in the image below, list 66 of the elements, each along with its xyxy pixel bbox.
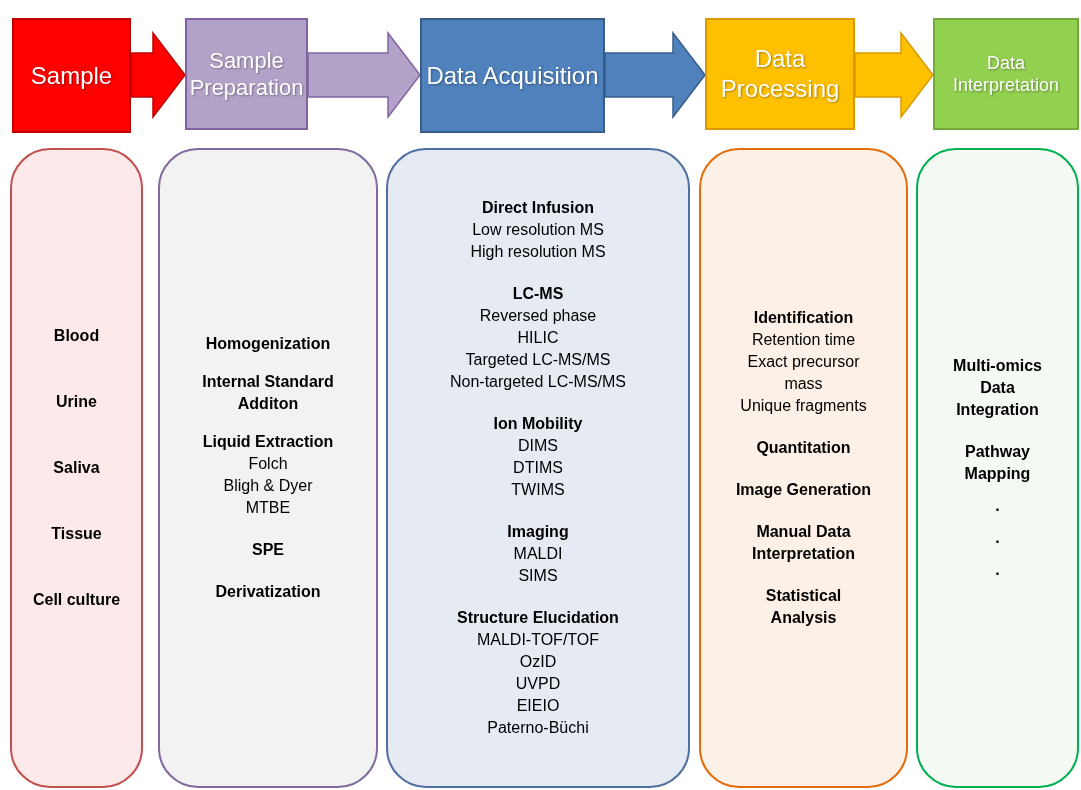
list-item: DTIMS <box>513 458 563 478</box>
list-item: TWIMS <box>511 480 565 500</box>
stage-box <box>705 18 855 130</box>
section-heading: Pathway Mapping <box>963 442 1032 484</box>
block-arrow <box>307 30 421 120</box>
section-heading: Identification <box>753 308 854 328</box>
list-item: SIMS <box>518 566 558 586</box>
section-heading: LC-MS <box>512 284 564 304</box>
category-panel <box>10 148 143 788</box>
section-heading: Cell culture <box>32 590 121 610</box>
stage-box <box>933 18 1079 130</box>
list-item: OzID <box>519 652 557 672</box>
section-heading: Saliva <box>53 458 100 478</box>
section-heading: Derivatization <box>215 582 321 602</box>
list-item: DIMS <box>518 436 558 456</box>
block-arrow <box>604 30 706 120</box>
list-item: Retention time <box>751 330 856 350</box>
stage-box <box>12 18 131 133</box>
section-heading: Blood <box>53 326 100 346</box>
section-heading: Quantitation <box>756 438 851 458</box>
section-heading: Image Generation <box>735 480 872 500</box>
section-heading: Tissue <box>51 524 102 544</box>
block-arrow <box>854 30 934 120</box>
section-heading: Direct Infusion <box>482 198 594 218</box>
stage-box <box>185 18 308 130</box>
section-heading: Manual Data Interpretation <box>750 522 857 564</box>
section-heading: Liquid Extraction <box>202 432 334 452</box>
category-panel <box>386 148 690 788</box>
section-heading: Multi-omics Data Integration <box>952 356 1043 420</box>
list-item: Non-targeted LC-MS/MS <box>449 372 627 392</box>
block-arrow <box>130 30 186 120</box>
section-heading: Urine <box>56 392 97 412</box>
list-item: MALDI <box>513 544 563 564</box>
list-item: HILIC <box>517 328 559 348</box>
list-item: Targeted LC-MS/MS <box>465 350 611 370</box>
list-item: Reversed phase <box>479 306 597 326</box>
section-heading: Ion Mobility <box>493 414 583 434</box>
list-item: Exact precursor mass <box>746 352 861 394</box>
list-item: MTBE <box>245 498 291 518</box>
list-item: Bligh & Dyer <box>223 476 313 496</box>
stage-box <box>420 18 605 133</box>
section-heading: . <box>995 496 1000 516</box>
stage-title: Data Processing <box>719 44 841 104</box>
category-panel <box>158 148 378 788</box>
stage-title: Sample <box>30 60 113 91</box>
section-heading: Imaging <box>507 522 569 542</box>
section-heading: SPE <box>252 540 284 560</box>
list-item: Low resolution MS <box>472 220 604 240</box>
list-item: Paterno-Büchi <box>487 718 589 738</box>
stage-title: Sample Preparation <box>188 46 305 102</box>
list-item: EIEIO <box>516 696 560 716</box>
list-item: UVPD <box>515 674 561 694</box>
section-heading: . <box>995 560 1000 580</box>
category-panel <box>916 148 1079 788</box>
list-item: Folch <box>248 454 288 474</box>
list-item: Unique fragments <box>740 396 867 416</box>
section-heading: Structure Elucidation <box>457 608 619 628</box>
stage-title: Data Acquisition <box>426 60 599 91</box>
list-item: MALDI-TOF/TOF <box>476 630 600 650</box>
section-heading: Internal Standard Additon <box>201 372 335 414</box>
section-heading: Statistical Analysis <box>764 586 843 628</box>
category-panel <box>699 148 908 788</box>
section-heading: . <box>995 528 1000 548</box>
section-heading: Homogenization <box>205 334 331 354</box>
stage-title: Data Interpretation <box>951 51 1061 97</box>
list-item: High resolution MS <box>470 242 606 262</box>
